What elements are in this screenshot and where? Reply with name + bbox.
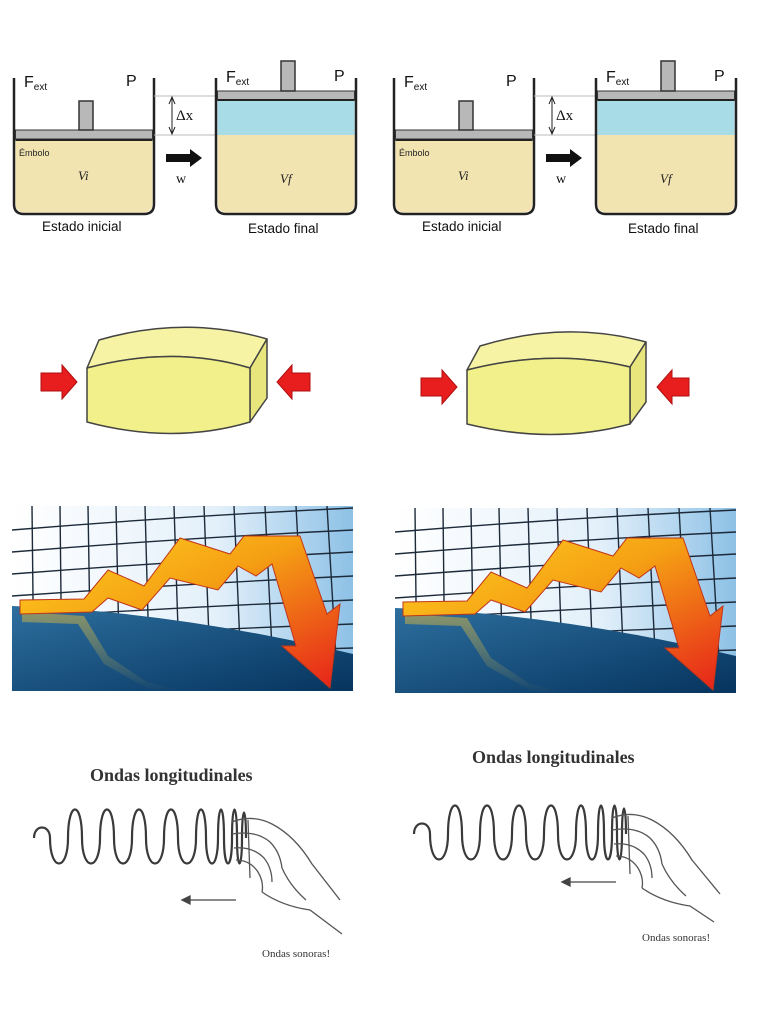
decline-graphic-svg	[11, 505, 354, 692]
pressure-label: P	[506, 73, 517, 90]
compression-diagram-left	[30, 318, 330, 448]
vi-label: Vi	[78, 168, 89, 183]
final-caption: Estado final	[248, 221, 319, 236]
initial-caption: Estado inicial	[42, 219, 122, 234]
waves-svg: Ondas longitudinales Ondas sonoras!	[32, 765, 343, 960]
hand-sketch	[611, 813, 721, 923]
right-force-arrow	[656, 368, 690, 406]
spring-coil	[32, 808, 248, 865]
decline-graphic-left	[11, 505, 354, 692]
piston-diagram-right: Fext P Émbolo Vi Estado inicial Δx w Fex…	[388, 56, 748, 242]
floor-surface	[12, 606, 353, 691]
pressure-label: P	[714, 68, 725, 85]
arrow-reflection	[22, 612, 182, 691]
waves-note: Ondas sonoras!	[642, 932, 710, 944]
vf-label: Vf	[660, 171, 674, 186]
piston-diagram-left: Fext P Émbolo Vi Estado inicial Δx w	[8, 56, 368, 242]
fext-label: Fext	[404, 74, 427, 93]
work-label: w	[176, 172, 187, 187]
decline-arrow	[402, 537, 724, 692]
compression-svg	[420, 331, 690, 436]
embolo-label: Émbolo	[399, 148, 430, 158]
decline-arrow	[19, 535, 341, 690]
work-arrow: w	[166, 149, 202, 187]
compressed-block	[86, 326, 268, 435]
final-container: Fext P Vf Estado final	[214, 60, 358, 236]
work-arrow: w	[546, 149, 582, 187]
longitudinal-waves-left: Ondas longitudinales Ondas sonoras!	[20, 760, 360, 970]
final-caption: Estado final	[628, 221, 699, 236]
direction-arrow	[180, 894, 236, 906]
final-container: Fext P Vf Estado final	[594, 60, 738, 236]
floor-surface	[395, 608, 736, 693]
compression-svg	[40, 326, 311, 435]
spring-coil	[412, 804, 628, 861]
decline-graphic-right	[394, 507, 737, 694]
delta-x-dimension: Δx	[548, 95, 574, 136]
waves-note: Ondas sonoras!	[262, 948, 330, 960]
fext-label: Fext	[24, 74, 47, 93]
delta-x-dimension: Δx	[168, 95, 194, 136]
waves-title: Ondas longitudinales	[472, 747, 635, 767]
pressure-label: P	[334, 68, 345, 85]
waves-title: Ondas longitudinales	[90, 765, 253, 785]
vf-label: Vf	[280, 171, 294, 186]
fext-label: Fext	[606, 69, 629, 88]
arrow-reflection	[405, 614, 565, 693]
left-force-arrow	[420, 368, 458, 406]
initial-caption: Estado inicial	[422, 219, 502, 234]
initial-container: Fext P Émbolo Vi Estado inicial	[12, 73, 156, 234]
piston-diagram-svg: Fext P Émbolo Vi Estado inicial Δx w Fex…	[392, 60, 738, 236]
fext-label: Fext	[226, 69, 249, 88]
direction-arrow	[560, 876, 616, 888]
delta-x-label: Δx	[556, 108, 574, 124]
longitudinal-waves-right: Ondas longitudinales Ondas sonoras!	[400, 742, 740, 952]
waves-svg: Ondas longitudinales Ondas sonoras!	[412, 747, 721, 944]
vi-label: Vi	[458, 168, 469, 183]
piston-diagram-svg: Fext P Émbolo Vi Estado inicial Δx w	[12, 60, 358, 236]
embolo-label: Émbolo	[19, 148, 50, 158]
compressed-block	[466, 331, 647, 436]
pressure-label: P	[126, 73, 137, 90]
compression-diagram-right	[410, 318, 710, 448]
initial-container: Fext P Émbolo Vi Estado inicial	[392, 73, 536, 234]
hand-sketch	[231, 817, 343, 935]
decline-graphic-svg	[394, 507, 737, 694]
left-force-arrow	[40, 363, 78, 401]
delta-x-label: Δx	[176, 108, 194, 124]
right-force-arrow	[276, 363, 311, 401]
work-label: w	[556, 172, 567, 187]
